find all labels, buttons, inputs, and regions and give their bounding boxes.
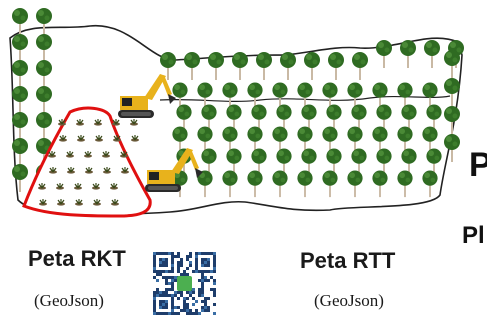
rkt-area: [22, 106, 152, 218]
tree-icon: [36, 60, 52, 88]
tree-icon: [247, 170, 263, 198]
tree-icon: [12, 164, 28, 192]
tree-icon: [232, 52, 248, 80]
excavator-icon: [118, 74, 176, 118]
tree-icon: [397, 170, 413, 198]
tree-icon: [36, 34, 52, 62]
tree-icon: [297, 170, 313, 198]
tree-icon: [36, 8, 52, 36]
tree-icon: [400, 40, 416, 68]
tree-icon: [322, 170, 338, 198]
tree-icon: [222, 170, 238, 198]
tree-icon: [12, 60, 28, 88]
tree-icon: [372, 170, 388, 198]
tree-icon: [12, 86, 28, 114]
qr-code-icon: [151, 250, 218, 317]
tree-icon: [272, 170, 288, 198]
tree-icon: [36, 112, 52, 140]
tree-icon: [347, 170, 363, 198]
excavator-icon: [145, 148, 203, 192]
tree-icon: [444, 106, 460, 134]
tree-icon: [424, 40, 440, 68]
inner-divider: [159, 95, 451, 103]
tree-icon: [256, 52, 272, 80]
seedling-icon: [130, 134, 140, 143]
qr-logo: [177, 276, 192, 291]
rkt-boundary: [22, 106, 152, 218]
tree-icon: [12, 8, 28, 36]
tree-icon: [280, 52, 296, 80]
tree-icon: [208, 52, 224, 80]
rtt-map-title: Peta RTT: [300, 248, 396, 273]
seedling-icon: [129, 118, 139, 127]
tree-icon: [328, 52, 344, 80]
cropped-text-2: Pl: [462, 222, 485, 249]
tree-icon: [304, 52, 320, 80]
tree-icon: [422, 170, 438, 198]
rtt-map-format: (GeoJson): [314, 291, 384, 310]
tree-icon: [352, 52, 368, 80]
cropped-text-1: P: [469, 146, 487, 184]
tree-icon: [444, 50, 460, 78]
tree-icon: [36, 86, 52, 114]
rkt-map-title: Peta RKT: [28, 246, 126, 271]
tree-icon: [184, 52, 200, 80]
rkt-map-format: (GeoJson): [34, 291, 104, 310]
tree-icon: [376, 40, 392, 68]
tree-icon: [12, 34, 28, 62]
